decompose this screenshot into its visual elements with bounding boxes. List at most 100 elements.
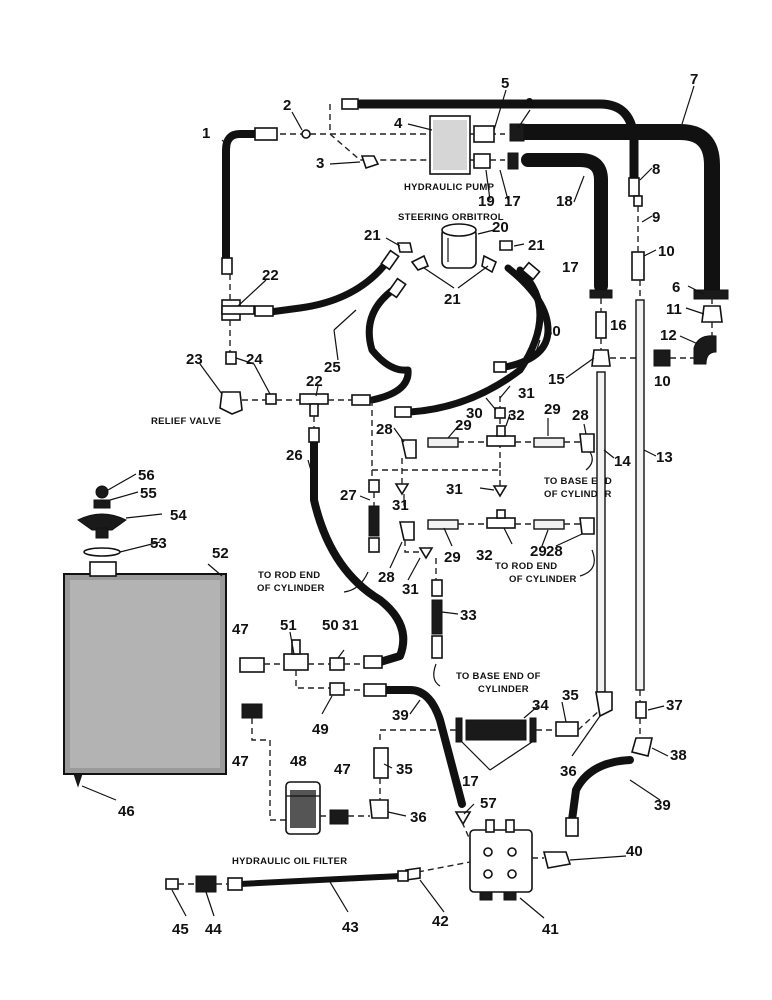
fitting-24-group <box>225 351 277 405</box>
hose-26 <box>310 436 408 666</box>
hose-30-lower <box>406 266 544 416</box>
hose-30-fitting-b <box>394 406 412 418</box>
callout-9: 9 <box>652 209 660 226</box>
callout-1: 1 <box>202 125 210 142</box>
clamp-17-mid <box>589 289 613 299</box>
callout-53: 53 <box>150 535 167 552</box>
check-valve-31-lower <box>418 547 434 560</box>
callout-55: 55 <box>140 485 157 502</box>
callout-28-c: 28 <box>378 569 395 586</box>
callout-31-b: 31 <box>392 497 409 514</box>
callout-35-left: 35 <box>396 761 413 778</box>
to-rod-end-1-line2: OF CYLINDER <box>257 583 325 594</box>
upper-valve-line <box>401 407 595 459</box>
callout-15: 15 <box>548 371 565 388</box>
callout-32-lower: 32 <box>476 547 493 564</box>
callout-40: 40 <box>626 843 643 860</box>
to-base-end-2-line2: CYLINDER <box>478 684 529 695</box>
callout-36-left: 36 <box>410 809 427 826</box>
hose-25-upper <box>266 254 394 316</box>
relief-valve-caption: RELIEF VALVE <box>151 416 221 427</box>
to-base-end-2-line1: TO BASE END OF <box>456 671 541 682</box>
hose-43-fitting-right <box>397 870 409 882</box>
callout-24: 24 <box>246 351 263 368</box>
callout-numbers: 1 2 3 4 5 6 7 8 9 10 6 11 12 10 13 14 15… <box>118 71 698 938</box>
callout-10-top: 10 <box>658 243 675 260</box>
callout-29-b: 29 <box>544 401 561 418</box>
filter-head-51 <box>239 639 345 673</box>
hose-33-assembly <box>431 579 443 659</box>
callout-5: 5 <box>501 75 509 92</box>
fitting-44 <box>195 875 217 893</box>
to-rod-end-1-line1: TO ROD END <box>258 570 320 581</box>
callout-20: 20 <box>492 219 509 236</box>
check-valve-31-upper <box>394 483 508 498</box>
leader-lines <box>81 85 705 919</box>
hose-26-end-fitting <box>363 655 383 669</box>
callout-26: 26 <box>286 447 303 464</box>
callout-28-a: 28 <box>376 421 393 438</box>
hydraulic-oil-filter-caption: HYDRAULIC OIL FILTER <box>232 856 347 867</box>
steering-orbitrol <box>441 223 477 269</box>
suction-hose-7 <box>517 124 720 298</box>
callout-6-top: 6 <box>525 95 533 112</box>
callout-12: 12 <box>660 327 677 344</box>
arrow-base-end-upper <box>585 451 593 471</box>
callout-10-mid: 10 <box>654 373 671 390</box>
callout-31-e: 31 <box>342 617 359 634</box>
callout-23: 23 <box>186 351 203 368</box>
callout-45: 45 <box>172 921 189 938</box>
callout-31-c: 31 <box>446 481 463 498</box>
steering-orbitrol-caption: STEERING ORBITROL <box>398 212 504 223</box>
fitting-49 <box>329 682 345 696</box>
tube-13-assembly <box>631 195 653 757</box>
clamp-6-mid <box>693 289 729 300</box>
hose-30-fitting-a <box>521 261 541 281</box>
callout-57: 57 <box>480 795 497 812</box>
hose-43 <box>237 873 403 887</box>
to-rod-end-2-line1: TO ROD END <box>495 561 557 572</box>
hose-25-fitting-c <box>254 305 274 317</box>
callout-52: 52 <box>212 545 229 562</box>
hose-27-assembly <box>368 479 380 553</box>
callout-35-right: 35 <box>562 687 579 704</box>
callout-3: 3 <box>316 155 324 172</box>
callout-28-d: 28 <box>546 543 563 560</box>
hose-39-left <box>382 686 466 808</box>
callout-30-upper: 30 <box>544 323 561 340</box>
callout-6-mid: 6 <box>672 279 680 296</box>
callout-17-mid: 17 <box>562 259 579 276</box>
callout-50: 50 <box>322 617 339 634</box>
callout-8: 8 <box>652 161 660 178</box>
callout-54: 54 <box>170 507 187 524</box>
hose-25-fitting-d <box>351 394 371 406</box>
hydraulic-oil-filter-48 <box>285 781 321 835</box>
to-base-end-1-line2: OF CYLINDER <box>544 489 612 500</box>
hose-26-top-fitting <box>308 427 320 443</box>
reservoir-tank-52 <box>63 561 227 788</box>
callout-41: 41 <box>542 921 559 938</box>
callout-16: 16 <box>610 317 627 334</box>
clamp-6-top <box>509 123 525 142</box>
hydraulic-pump-caption: HYDRAULIC PUMP <box>404 182 495 193</box>
hose-25-fitting-a <box>380 249 400 271</box>
callout-22-lower: 22 <box>306 373 323 390</box>
hose-1 <box>222 130 266 262</box>
callout-47-mid: 47 <box>232 753 249 770</box>
callout-2: 2 <box>283 97 291 114</box>
callout-19: 19 <box>478 193 495 210</box>
callout-31-d: 31 <box>402 581 419 598</box>
fitting-45 <box>165 878 179 890</box>
tee-22-upper <box>221 299 255 321</box>
callout-29-a: 29 <box>455 417 472 434</box>
hose-43-fitting-left <box>227 877 243 891</box>
callout-7: 7 <box>690 71 698 88</box>
hose-39-right <box>568 756 634 824</box>
fittings-35-36 <box>369 721 579 819</box>
callout-13: 13 <box>656 449 673 466</box>
hydraulic-pump <box>429 115 495 175</box>
pump-suction-dashed-lines <box>280 104 505 161</box>
fitting-57 <box>454 811 472 826</box>
hose-39-right-fitting <box>565 817 579 837</box>
